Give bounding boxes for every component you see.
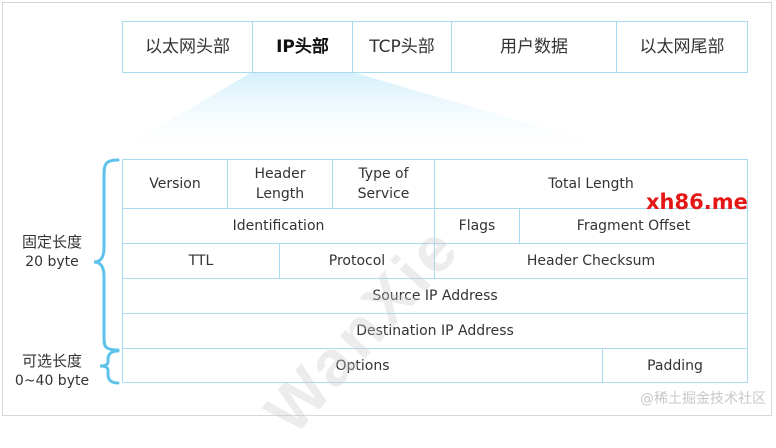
top-cell: TCP头部 (352, 21, 452, 73)
fixed-length-size: 20 byte (25, 254, 79, 270)
header-field: Destination IP Address (122, 313, 748, 349)
optional-length-size: 0~40 byte (14, 373, 90, 389)
top-cell: 用户数据 (451, 21, 617, 73)
field-label-line: TTL (188, 253, 214, 269)
field-label-line: Protocol (328, 253, 386, 269)
field-label-line: Identification (232, 218, 325, 234)
field-label-line: Header (254, 166, 306, 182)
field-label-line: Type of (358, 166, 409, 182)
top-cell: 以太网尾部 (616, 21, 748, 73)
optional-length-label: 可选长度 0~40 byte (8, 351, 96, 391)
diagram-frame (2, 2, 772, 416)
header-field: Header Checksum (434, 243, 748, 279)
field-label-line: Fragment Offset (576, 218, 691, 234)
header-field: Identification (122, 208, 435, 244)
field-label-line: Length (255, 186, 305, 202)
field-label-line: Flags (458, 218, 496, 234)
top-cell: IP头部 (252, 21, 353, 73)
header-field: Padding (602, 348, 748, 383)
optional-length-title: 可选长度 (21, 352, 82, 370)
field-label-line: Total Length (548, 176, 634, 192)
field-label-line: Source IP Address (372, 288, 498, 304)
field-label-line: Header Checksum (526, 253, 656, 269)
field-label-line: Service (357, 186, 410, 202)
site-logo: xh86.me (646, 190, 748, 214)
top-cell: 以太网头部 (122, 21, 253, 73)
header-field: Version (122, 159, 228, 209)
field-label-line: Options (335, 357, 390, 374)
fixed-length-label: 固定长度 20 byte (8, 232, 96, 272)
credit-text: @稀土掘金技术社区 (640, 391, 766, 407)
field-label-line: Padding (647, 357, 703, 374)
header-field: TTL (122, 243, 280, 279)
field-label-line: Version (149, 176, 201, 192)
fixed-length-title: 固定长度 (21, 233, 82, 251)
expansion-fan (120, 72, 620, 150)
header-field: Type of Service (332, 159, 435, 209)
field-label-line: Destination IP Address (356, 323, 514, 339)
